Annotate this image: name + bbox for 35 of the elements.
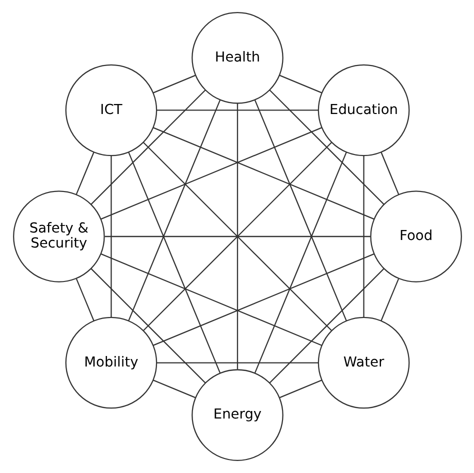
connector <box>100 127 322 220</box>
connector <box>142 142 332 331</box>
connector <box>279 380 322 398</box>
node-circle: Food <box>370 190 462 282</box>
connector <box>254 100 346 321</box>
connector <box>90 268 206 384</box>
connector <box>128 152 220 374</box>
connector <box>152 380 195 398</box>
node-circle: Mobility <box>64 316 157 409</box>
connector <box>110 156 112 318</box>
connector <box>362 156 364 318</box>
connector <box>75 278 94 321</box>
node-circle: Water <box>317 316 410 409</box>
node-circle: Safety & Security <box>12 190 104 282</box>
connector <box>90 90 206 205</box>
node-circle: Energy <box>191 369 283 461</box>
connector <box>268 268 384 384</box>
connector <box>75 152 94 195</box>
connector <box>156 362 318 364</box>
node-circle: ICT <box>64 64 157 156</box>
connector <box>156 110 318 111</box>
connector <box>254 152 346 374</box>
connector <box>152 74 195 94</box>
connector <box>278 74 322 94</box>
connector <box>100 253 322 346</box>
connector <box>236 104 238 370</box>
node-circle: Health <box>191 12 283 104</box>
connector <box>268 90 384 205</box>
connector <box>104 236 370 238</box>
node-circle: Education <box>317 64 410 156</box>
connector <box>380 278 399 321</box>
connector <box>380 152 399 195</box>
connector <box>152 127 374 220</box>
connector <box>128 100 220 321</box>
connector <box>152 253 374 346</box>
